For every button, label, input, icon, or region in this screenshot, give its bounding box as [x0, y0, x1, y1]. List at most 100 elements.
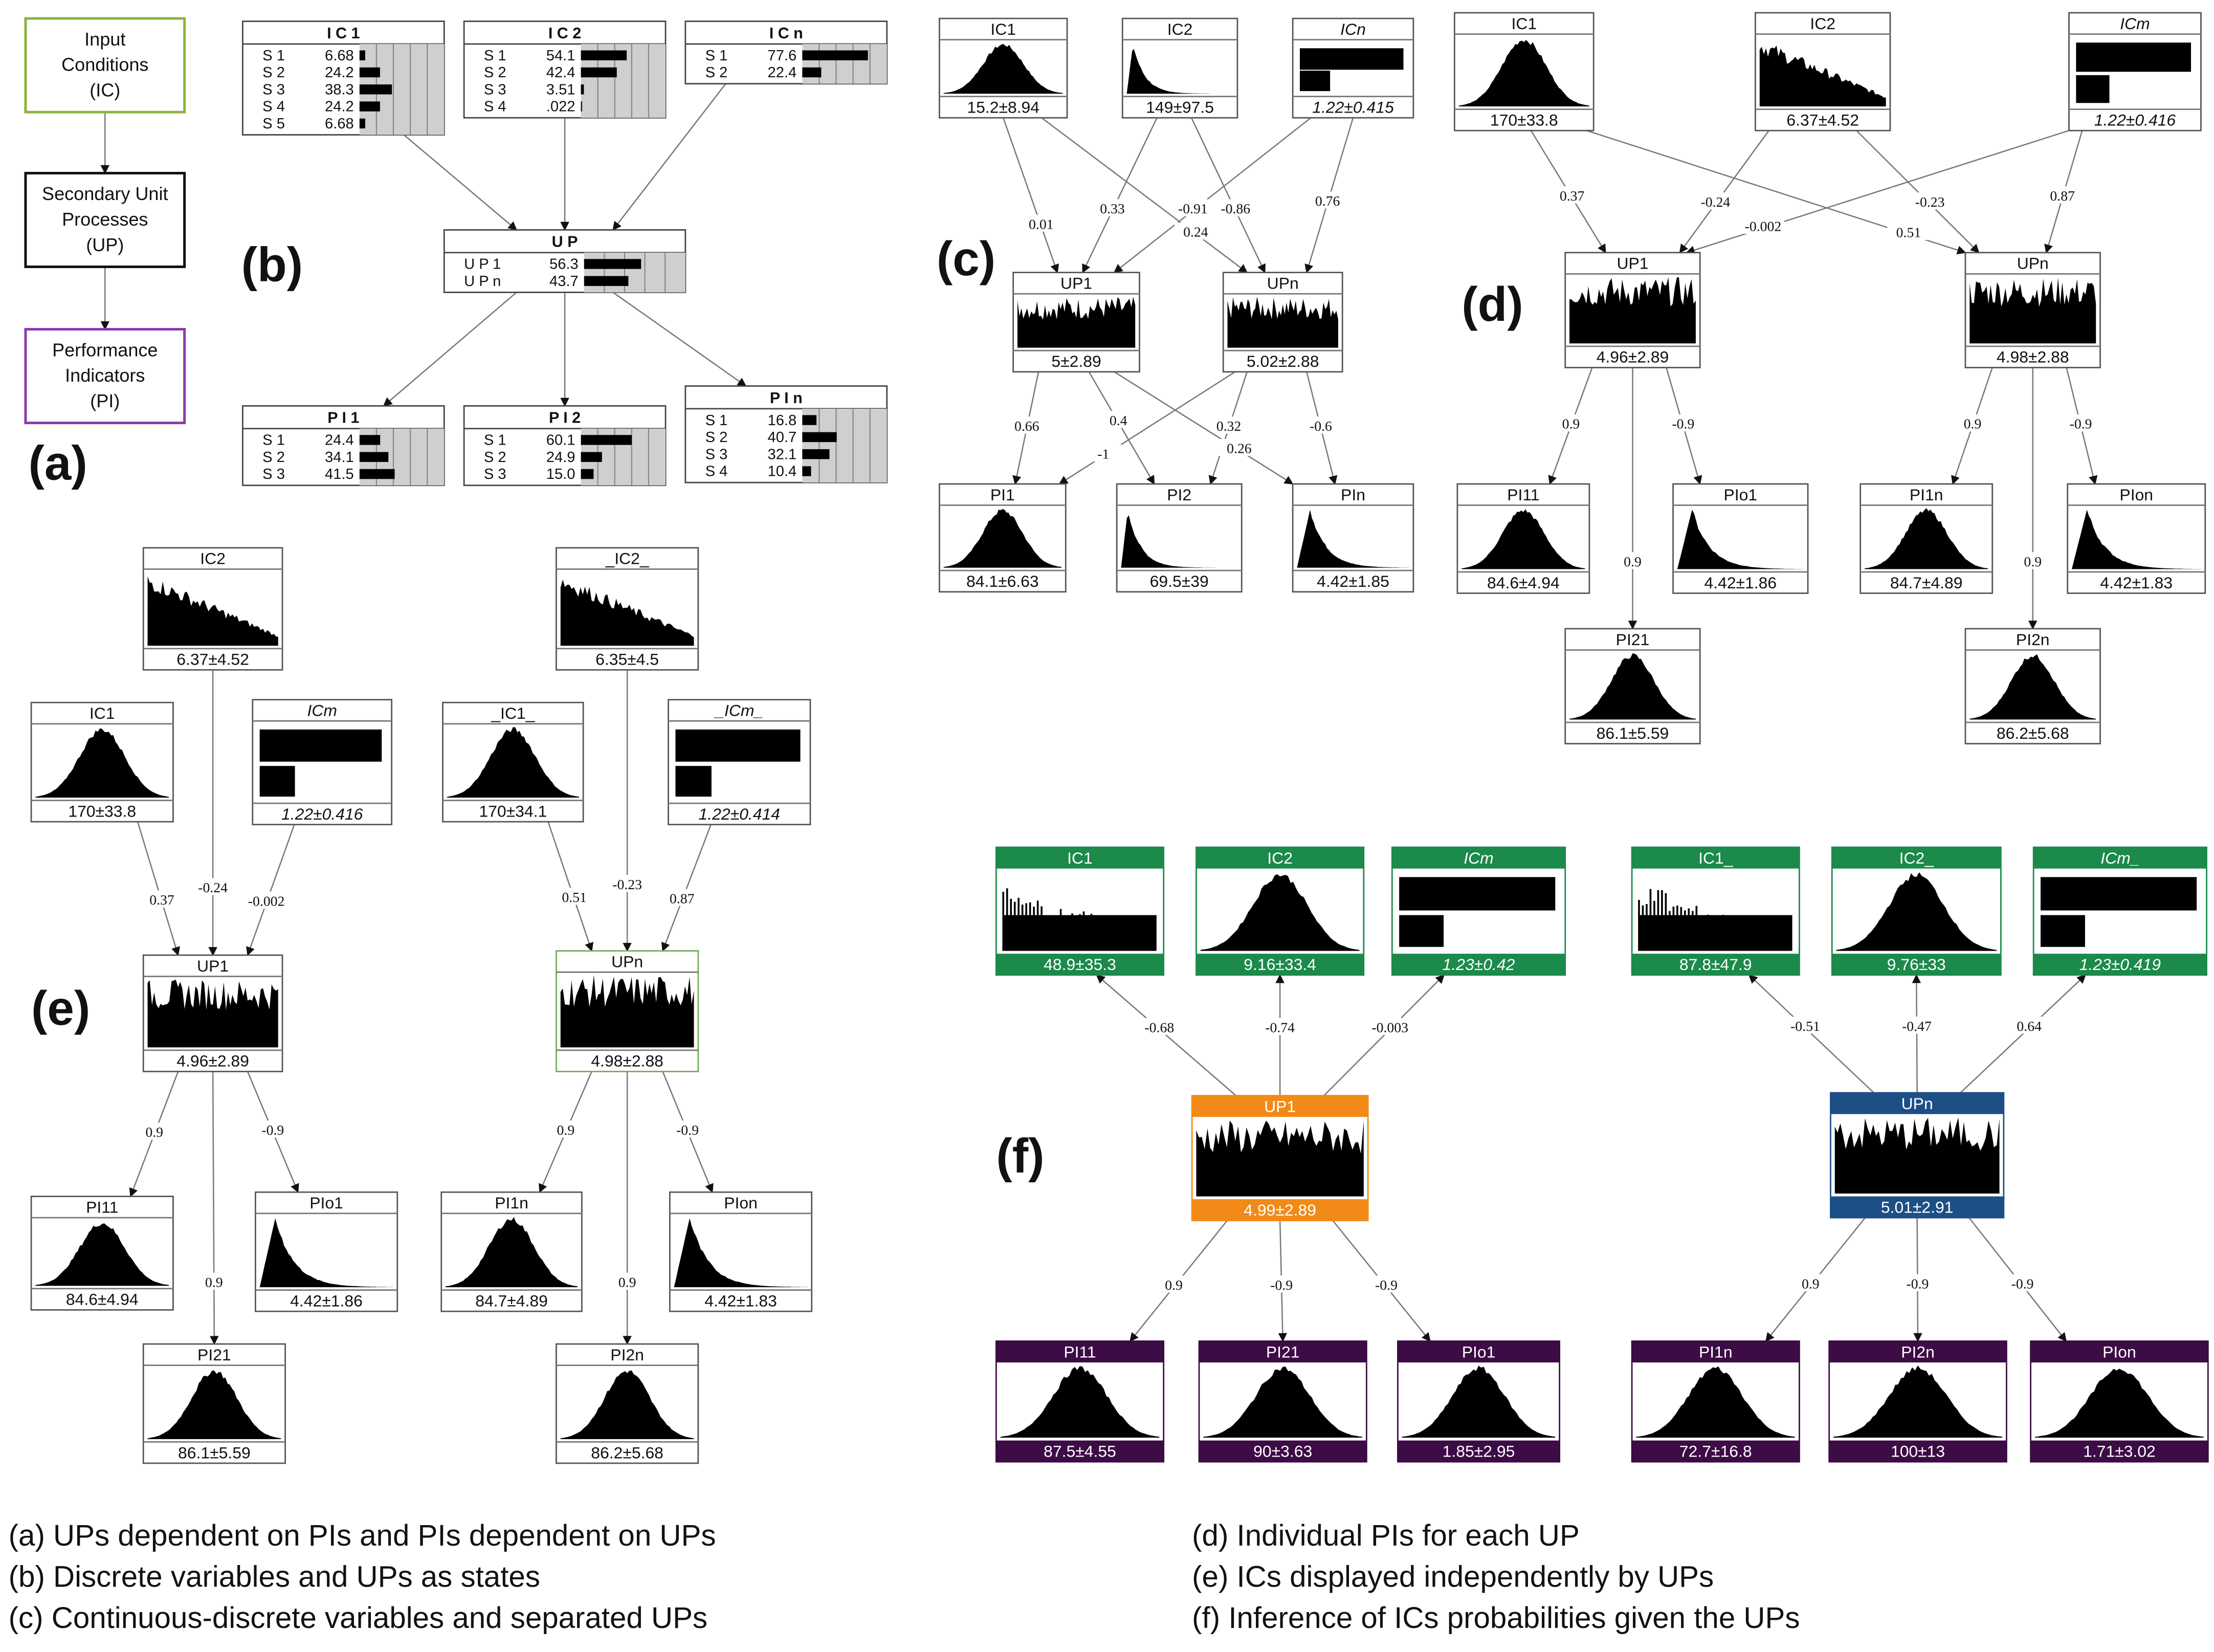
- f-edge-upn-ic2-label-bg: [1895, 1017, 1938, 1034]
- c-edge-ic2-upn-label: -0.86: [1221, 201, 1250, 217]
- f-pi11-node-histogram: [1000, 1365, 1160, 1438]
- b-pin-table-row-4-state: S 4: [705, 464, 728, 480]
- c-ic1-node-value: 15.2±8.94: [967, 98, 1039, 117]
- e-ic1-alt-node-title: _IC1_: [491, 704, 535, 722]
- d-ic1-node-histogram: [1458, 39, 1589, 107]
- d-pi1n-node-histogram: [1865, 508, 1988, 569]
- e-edge-upn-pi1n-label-bg: [544, 1120, 587, 1138]
- f-ic2-node-footer: [1196, 954, 1364, 975]
- f-ic1-node-header: [996, 847, 1164, 869]
- e-upn-node-title: UPn: [611, 952, 643, 971]
- b-pin-table-row-2-value: 40.7: [768, 429, 797, 446]
- f-ic1-node-title: IC1: [1067, 849, 1093, 867]
- b-icn-table-row-1-value: 77.6: [768, 48, 797, 64]
- f-edge-upn-ic2: [1912, 974, 1921, 1093]
- f-ic1-node-footer: [996, 954, 1164, 975]
- d-pi1n-node-title: PI1n: [1910, 486, 1943, 504]
- f-icm-node-title: ICm: [1464, 849, 1493, 867]
- f-ic2-alt-node-histogram: [1836, 872, 1997, 951]
- e-up1-node-value: 4.96±2.89: [176, 1052, 249, 1070]
- c-pin-node-value: 4.42±1.85: [1317, 572, 1389, 590]
- f-edge-upn-pion-label: -0.9: [2011, 1276, 2034, 1292]
- f-ic1-alt-node-value: 87.8±47.9: [1679, 955, 1752, 974]
- c-ic2-node-title: IC2: [1167, 20, 1193, 38]
- b-ic1-table-row-3-value: 38.3: [325, 81, 354, 98]
- b-ic2-table-row-4-bar: [581, 101, 582, 112]
- e-ic2-node-title: IC2: [200, 549, 226, 568]
- f-pi1n-node-title: PI1n: [1699, 1342, 1733, 1361]
- e-ic2-alt-node-title: _IC2_: [605, 549, 650, 568]
- e-edge-ic1-upn-label-bg: [553, 888, 596, 905]
- e-edge-icm-up1-label: -0.002: [248, 893, 285, 909]
- b-pin-table-row-4-value: 10.4: [768, 464, 797, 480]
- b-up-table-bar-area: [584, 252, 685, 293]
- c-edge-up1-pin-label: 0.26: [1227, 441, 1252, 457]
- f-icm-alt-node-header: [2033, 847, 2207, 869]
- e-up1-node-histogram: [147, 979, 278, 1048]
- b-ic1-table-row-3-bar: [359, 84, 392, 95]
- b-ic2-table-row-4-value: .022: [546, 99, 575, 115]
- f-upn-node-value: 5.01±2.91: [1881, 1198, 1954, 1216]
- b-up-table-title: U P: [552, 233, 578, 251]
- c-edge-up1-pin: [1114, 371, 1294, 484]
- flow-pi-line-2: Indicators: [65, 365, 145, 386]
- b-pi2-table-row-3-value: 15.0: [546, 466, 575, 482]
- flow-up-line-2: Processes: [62, 209, 148, 230]
- c-ic2-node-box: [1121, 17, 1238, 119]
- f-edge-up1-icm: [1323, 974, 1445, 1096]
- f-ic2-alt-node-value: 9.76±33: [1887, 955, 1946, 974]
- d-edge-ic2-upn-label: -0.23: [1915, 194, 1945, 210]
- c-edge-upn-pi1-label-bg: [1082, 444, 1125, 462]
- e-ic1-alt-node-value: 170±34.1: [479, 802, 547, 820]
- d-edge-upn-pi1n-label-bg: [1951, 414, 1994, 432]
- b-up-table-row-1-value: 56.3: [549, 256, 579, 273]
- f-ic2-node-header: [1196, 847, 1364, 869]
- e-edge-up1-pio1-label: -0.9: [261, 1122, 284, 1138]
- c-ic1-node-title: IC1: [990, 20, 1016, 38]
- e-pi1n-node-histogram: [446, 1217, 578, 1288]
- b-pi1-table-title: P I 1: [327, 409, 359, 427]
- f-ic2-node-histogram: [1200, 874, 1360, 951]
- b-ic1-table-row-1-bar: [359, 50, 365, 60]
- e-edge-up1-pi11-label: 0.9: [145, 1125, 163, 1140]
- d-pi21-node-title: PI21: [1616, 630, 1650, 649]
- c-edge-upn-pi1-label: -1: [1097, 447, 1109, 462]
- flow-up-box: [24, 171, 186, 269]
- c-pi2-node-histogram: [1121, 515, 1237, 568]
- f-edge-upn-pi2n-label: -0.9: [1906, 1276, 1929, 1292]
- panel-label-b: (b): [241, 238, 303, 293]
- f-pion-node-title: PIon: [2102, 1342, 2136, 1361]
- f-pi1n-node-footer: [1632, 1440, 1800, 1462]
- c-edge-icn-up1-label-bg: [1171, 199, 1214, 216]
- d-up1-node-histogram: [1569, 277, 1696, 344]
- e-icm-node-title: ICm: [307, 701, 337, 719]
- caption-c: (c) Continuous-discrete variables and se…: [8, 1602, 708, 1635]
- f-pi2n-node-title: PI2n: [1901, 1342, 1935, 1361]
- f-up1-node-title: UP1: [1264, 1097, 1296, 1115]
- f-edge-upn-ic1: [1748, 974, 1874, 1093]
- d-pi11-node-histogram: [1462, 509, 1585, 569]
- d-edge-icm-upn-label-bg: [2041, 186, 2084, 204]
- e-pion-node-histogram: [674, 1218, 808, 1288]
- e-edge-up1-pi21-label: 0.9: [205, 1274, 223, 1290]
- f-ic2-alt-node-header: [1832, 847, 2001, 869]
- caption-b: (b) Discrete variables and UPs as states: [8, 1561, 540, 1594]
- caption-f: (f) Inference of ICs probabilities given…: [1192, 1602, 1800, 1635]
- f-edge-up1-ic2-label-bg: [1258, 1018, 1301, 1035]
- f-pio1-node-value: 1.85±2.95: [1443, 1442, 1515, 1461]
- f-upn-node-histogram: [1834, 1117, 2000, 1194]
- e-icm-alt-node-title: _ICm_: [714, 701, 763, 719]
- b-pin-table-row-2-bar: [802, 432, 837, 443]
- b-icn-table-row-2-state: S 2: [705, 64, 728, 81]
- b-pi1-table-row-1-value: 24.4: [325, 432, 354, 449]
- f-pio1-node-histogram: [1402, 1365, 1556, 1438]
- c-up1-node-histogram: [1017, 297, 1136, 348]
- b-arrow-up-pin: [612, 292, 747, 387]
- b-pi2-table-row-2-state: S 2: [484, 449, 506, 466]
- flow-pi-line-1: Performance: [52, 339, 158, 360]
- d-icm-node-bar-2: [2076, 75, 2110, 103]
- f-up1-node-footer: [1192, 1199, 1368, 1221]
- b-pin-table-row-3-state: S 3: [705, 446, 728, 462]
- b-up-table-row-2-state: U P n: [464, 273, 501, 290]
